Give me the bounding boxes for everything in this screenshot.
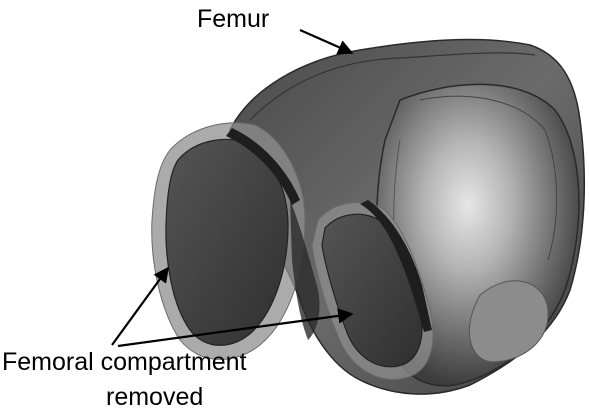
femur-leader-arrow bbox=[300, 30, 352, 53]
compartment-label-line2: removed bbox=[106, 384, 203, 410]
compartment-label-line1: Femoral compartment bbox=[2, 349, 247, 375]
femur-label: Femur bbox=[197, 6, 269, 32]
compartment-leader-arrow-left bbox=[112, 268, 168, 345]
